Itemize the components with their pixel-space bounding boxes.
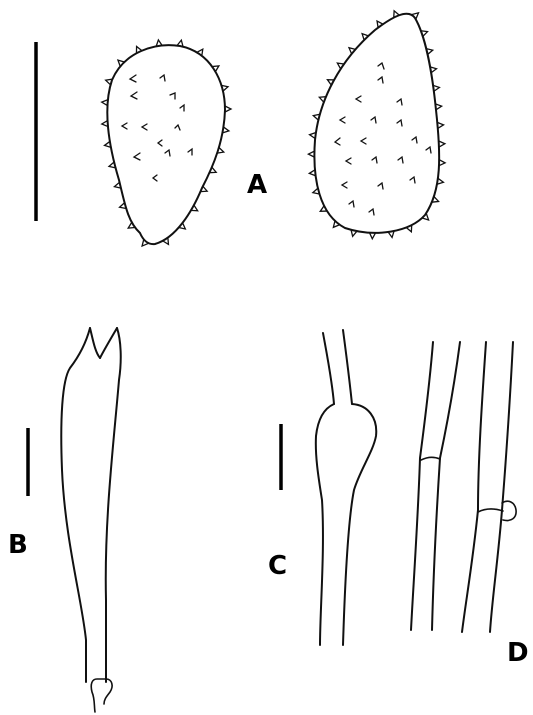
spore-left — [102, 40, 231, 246]
basidium — [61, 328, 120, 712]
panel-label-a: A — [247, 170, 267, 200]
cystidium — [316, 330, 376, 645]
panel-label-d: D — [507, 638, 529, 668]
panel-label-b: B — [8, 530, 28, 560]
hypha-left — [411, 342, 460, 630]
spore-right — [308, 11, 445, 239]
panel-label-c: C — [268, 551, 287, 581]
hypha-right — [462, 342, 516, 632]
